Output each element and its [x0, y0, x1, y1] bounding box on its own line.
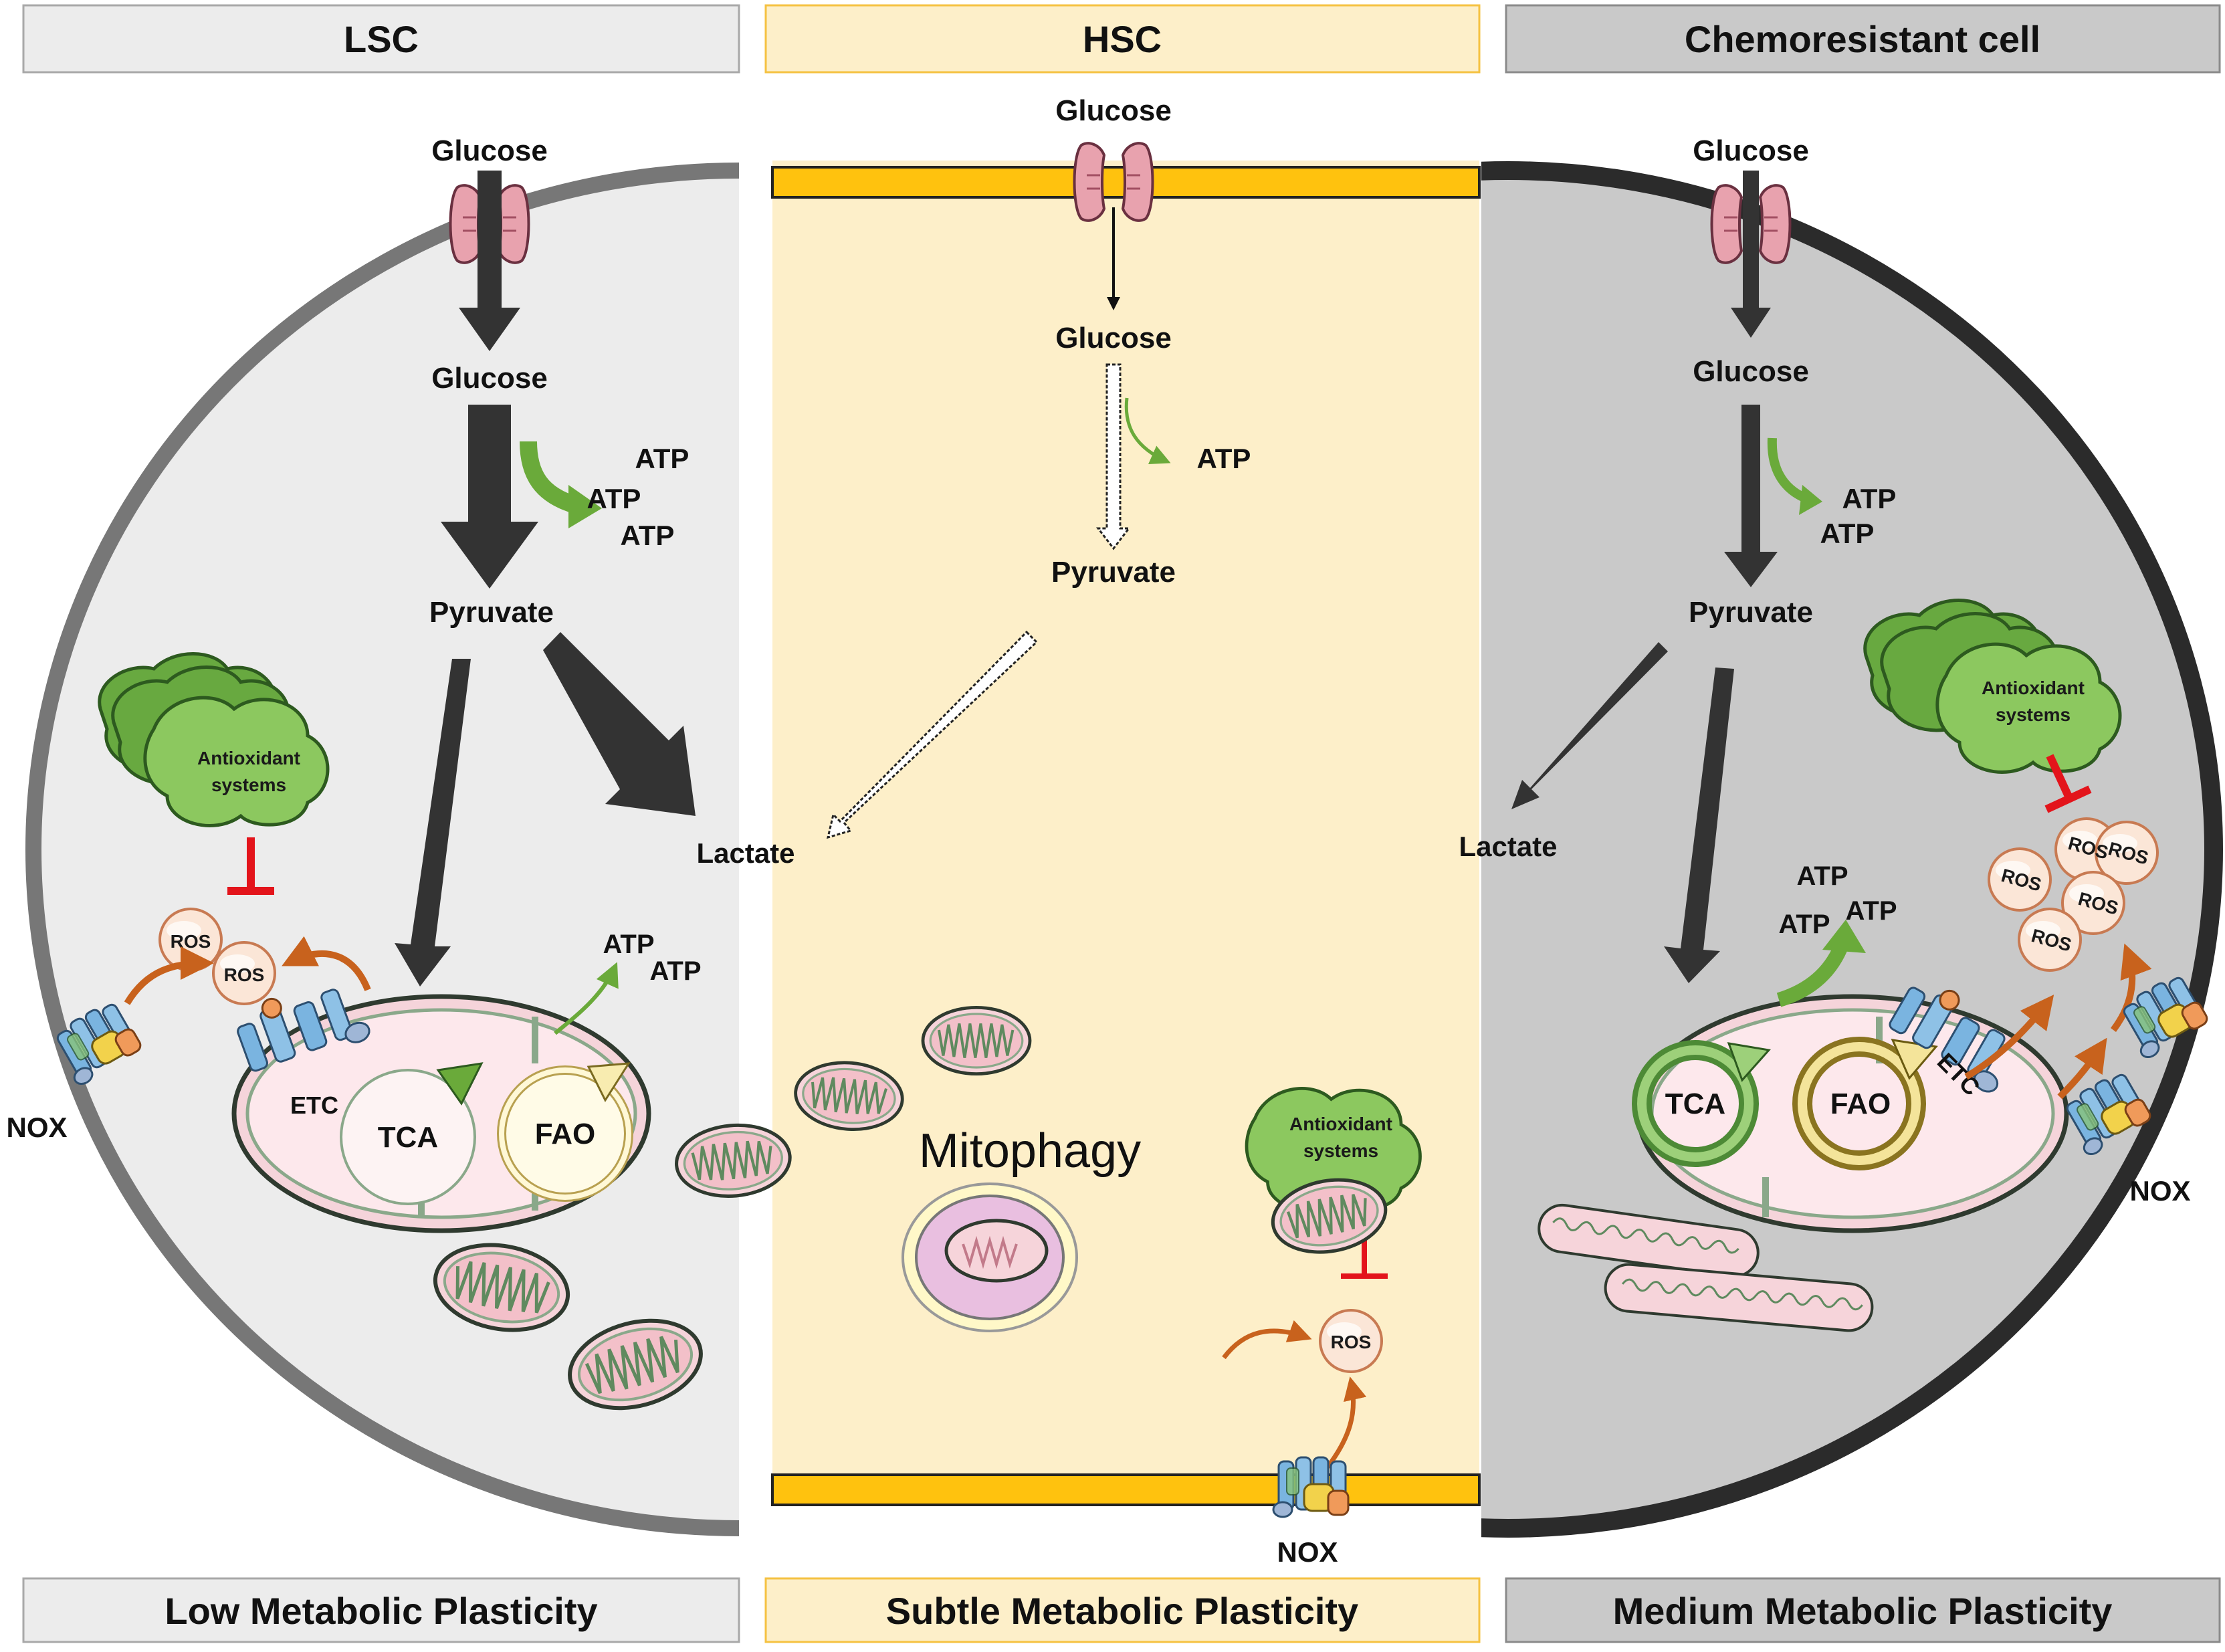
chemo-antioxidant-label-1: Antioxidant — [1982, 678, 2085, 698]
chemo-fao-label: FAO — [1830, 1088, 1891, 1120]
lsc-glucose-uptake-arrow — [459, 171, 520, 351]
lsc-etc-icon — [237, 989, 370, 1072]
lsc-tca-icon — [340, 1062, 484, 1205]
hsc-nox-to-ros-arrow — [1322, 1376, 1367, 1473]
lsc-glycolysis-arrow — [441, 405, 538, 589]
chemo-tca-icon — [1632, 1040, 1771, 1167]
hsc-pyruvate: Pyruvate — [1051, 556, 1176, 589]
hsc-mito-to-ros-arrow — [1222, 1320, 1312, 1360]
footer-lsc-label: Low Metabolic Plasticity — [165, 1590, 597, 1632]
footer-chemoresistant-label: Medium Metabolic Plasticity — [1613, 1590, 2113, 1632]
lsc-nox-label: NOX — [6, 1112, 67, 1143]
chemo-content: Glucose Glucose ATP ATP Pyruvate Lactate… — [1267, 134, 2212, 1332]
lsc-atp-1: ATP — [635, 443, 690, 474]
lsc-ros-2: ROS — [224, 964, 265, 985]
header-chemoresistant: Chemoresistant cell — [1505, 4, 2221, 74]
chemo-atp-2: ATP — [1820, 518, 1875, 549]
lsc-content: Glucose Glucose ATP ATP ATP Pyruvate Lac… — [6, 134, 795, 1422]
lsc-mito-atp-1: ATP — [603, 930, 654, 959]
chemo-lactate-arrow — [1511, 642, 1668, 809]
lsc-glucose-inside: Glucose — [431, 362, 548, 395]
hsc-glycolysis-dotted-arrow — [1095, 363, 1132, 550]
header-hsc: HSC — [764, 4, 1481, 74]
chemo-cell — [1481, 161, 2223, 1538]
lsc-nox-to-ros-arrow — [124, 946, 214, 1005]
lsc-atp-2: ATP — [587, 483, 641, 514]
chemo-pyruvate-to-mito-arrow — [1664, 667, 1734, 983]
chemo-atp-green-arrow — [1767, 437, 1808, 503]
chemo-glycolysis-arrow — [1724, 405, 1778, 587]
lsc-tca-label: TCA — [378, 1121, 438, 1154]
chemo-antioxidant-label-2: systems — [1996, 704, 2071, 725]
chemo-mito-atp-2: ATP — [1778, 910, 1830, 939]
lsc-mito-atp-arrow — [554, 962, 619, 1035]
chemo-glucose-uptake-arrow — [1731, 171, 1771, 338]
header-lsc: LSC — [22, 4, 740, 74]
lsc-antioxidant-label-2: systems — [211, 775, 286, 795]
lsc-etc-label: ETC — [290, 1092, 338, 1119]
hsc-cell — [771, 161, 1481, 1506]
hsc-glucose-inside: Glucose — [1055, 322, 1172, 354]
lsc-lactate: Lactate — [696, 837, 794, 869]
hsc-mitophagy-vesicle-icon — [902, 1182, 1078, 1332]
lsc-atp-green-arrow — [520, 441, 578, 514]
chemo-mito-atp-3: ATP — [1845, 896, 1897, 926]
chemo-elongated-mito-1 — [1538, 1203, 1760, 1278]
footer-hsc-label: Subtle Metabolic Plasticity — [886, 1590, 1358, 1632]
lsc-antioxidant-label-1: Antioxidant — [197, 748, 300, 768]
footer-hsc: Subtle Metabolic Plasticity — [764, 1577, 1481, 1643]
hsc-atp: ATP — [1197, 443, 1251, 474]
hsc-mitophagy-label: Mitophagy — [919, 1124, 1141, 1178]
hsc-nox-icon — [1272, 1456, 1350, 1518]
lsc-etc-to-ros-arrow — [282, 936, 371, 991]
hsc-ros: ROS — [1331, 1332, 1372, 1352]
chemo-mito-atp-1: ATP — [1796, 861, 1848, 891]
lsc-pyruvate-to-mito-arrow — [395, 659, 471, 987]
chemo-fao-icon — [1792, 1037, 1938, 1170]
chemo-glucose-inside: Glucose — [1693, 355, 1809, 388]
hsc-antioxidant-label-2: systems — [1303, 1140, 1378, 1161]
hsc-glucose-outside: Glucose — [1055, 94, 1172, 127]
lsc-lactate-arrow — [543, 632, 696, 816]
chemo-inhibition-icon — [2044, 754, 2092, 813]
chemo-etc-to-ros-arrow — [1964, 995, 2054, 1080]
lsc-atp-3: ATP — [621, 520, 675, 551]
lsc-pyruvate: Pyruvate — [429, 596, 554, 629]
lsc-fao-icon — [497, 1062, 633, 1202]
chemo-pyruvate: Pyruvate — [1689, 596, 1813, 629]
hsc-lactate-dotted-arrow — [826, 630, 1039, 839]
chemo-etc-icon — [1889, 987, 2006, 1093]
lsc-glucose-outside: Glucose — [431, 134, 548, 167]
header-chemoresistant-label: Chemoresistant cell — [1685, 18, 2040, 60]
lsc-mito-atp-2: ATP — [649, 956, 701, 986]
hsc-atp-arrow — [1124, 397, 1171, 464]
chemo-nox2-to-ros-arrow — [2057, 1037, 2107, 1100]
lsc-inhibition-icon — [227, 837, 274, 895]
chemo-nox1-to-ros-arrow — [2110, 943, 2152, 1032]
header-hsc-label: HSC — [1083, 18, 1162, 60]
footer-chemoresistant: Medium Metabolic Plasticity — [1505, 1577, 2221, 1643]
hsc-bottom-membrane — [771, 1473, 1481, 1506]
chemo-nox-label: NOX — [2129, 1175, 2190, 1207]
chemo-tca-label: TCA — [1665, 1088, 1725, 1120]
chemo-lactate: Lactate — [1459, 831, 1557, 862]
chemo-elongated-mito-2 — [1604, 1263, 1874, 1332]
footer-lsc: Low Metabolic Plasticity — [22, 1577, 740, 1643]
chemo-glucose-outside: Glucose — [1693, 134, 1809, 167]
hsc-antioxidant-label-1: Antioxidant — [1289, 1114, 1392, 1134]
hsc-small-mito-3 — [923, 1007, 1030, 1073]
lsc-ros-1: ROS — [171, 931, 211, 952]
chemo-mito-atp-arrow — [1776, 940, 1850, 1007]
header-lsc-label: LSC — [344, 18, 419, 60]
hsc-nox-label: NOX — [1277, 1536, 1338, 1568]
lsc-fao-label: FAO — [535, 1118, 595, 1150]
hsc-content: Glucose Glucose ATP Pyruvate Mitophagy A… — [673, 94, 1420, 1568]
chemo-atp-1: ATP — [1842, 483, 1897, 514]
